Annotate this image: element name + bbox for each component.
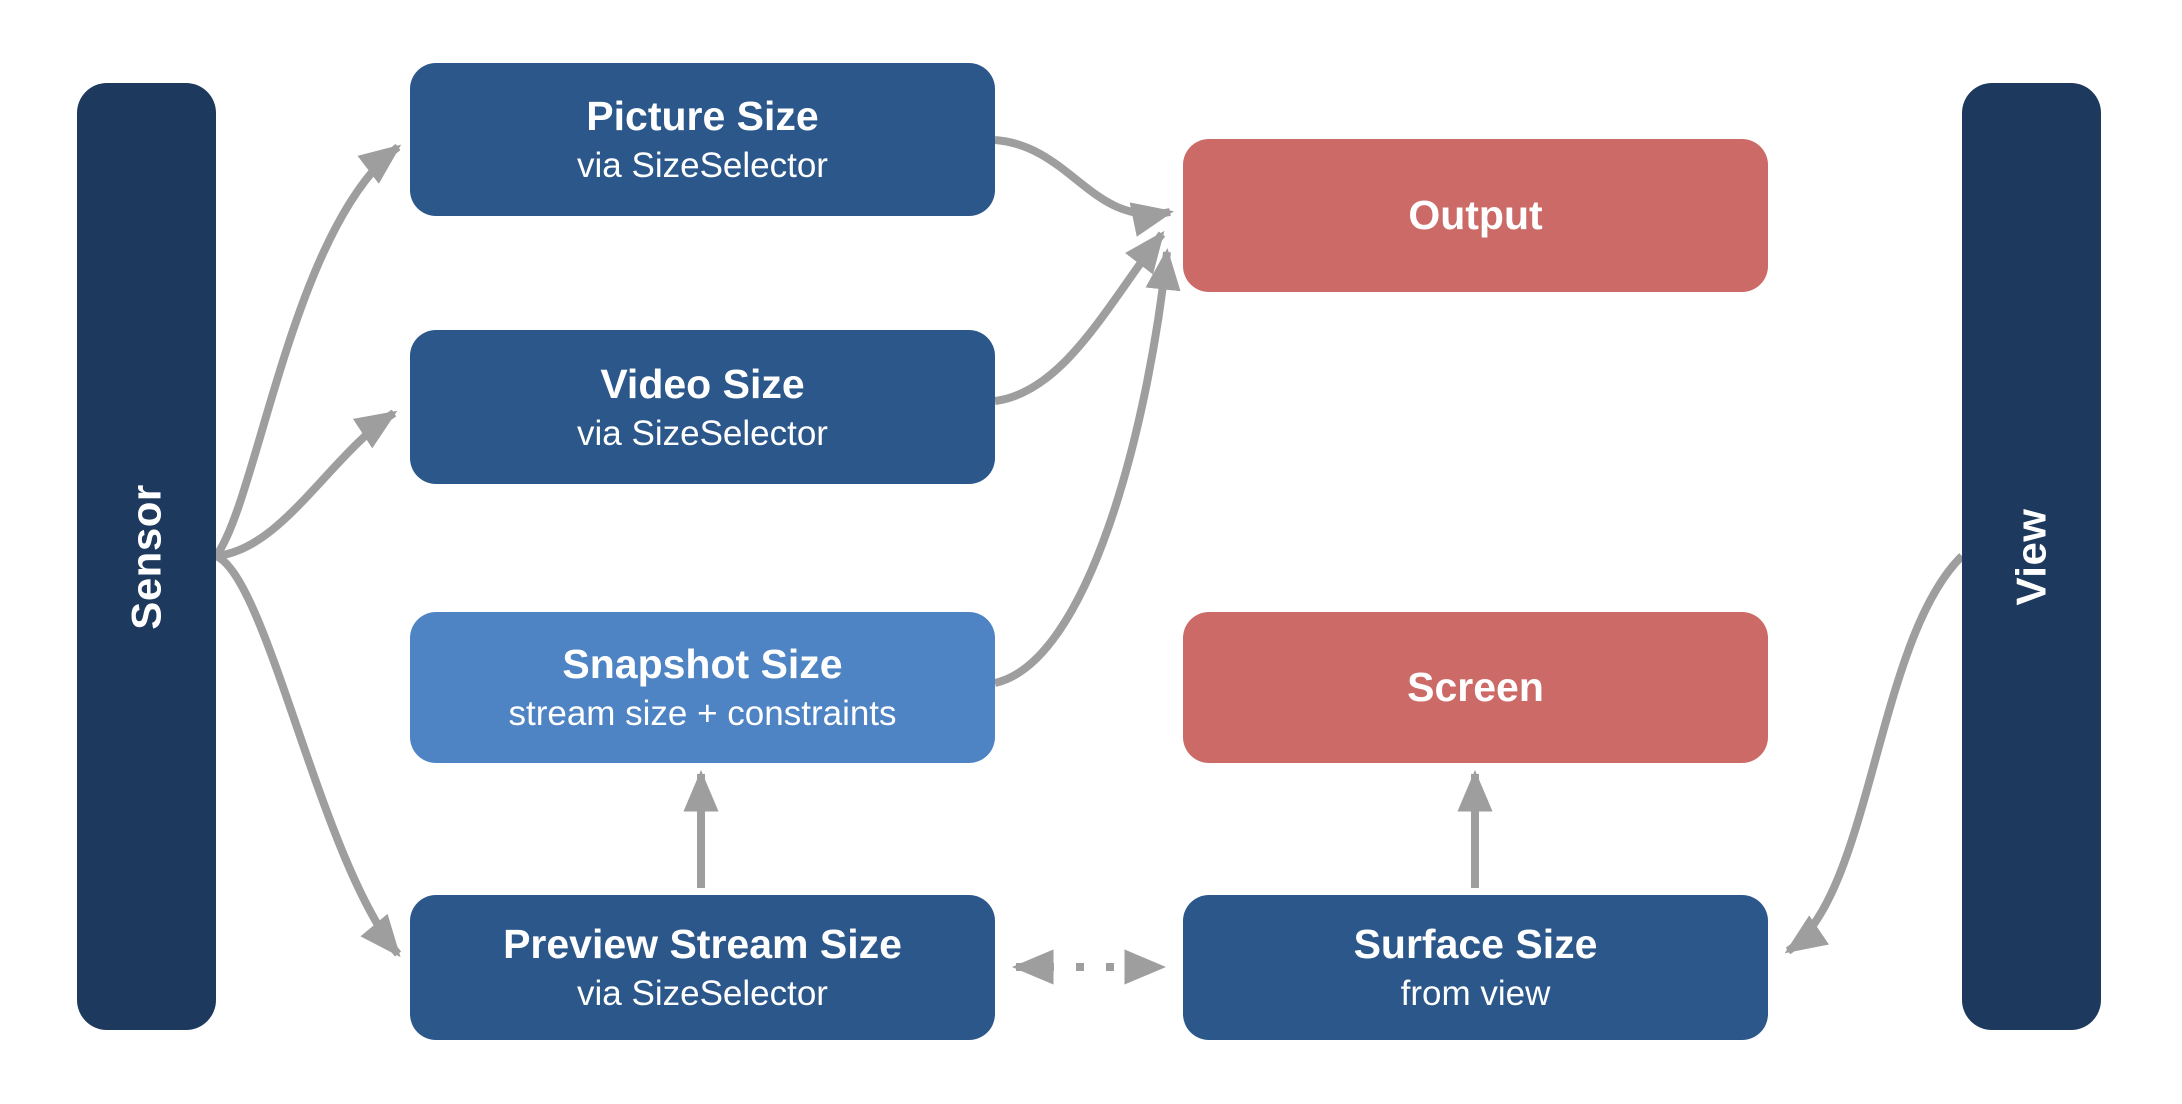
view-bar-label: View: [2007, 508, 2055, 605]
edge-sensor-to-preview-stream-size: [213, 552, 402, 958]
node-preview-stream-size: Preview Stream Size via SizeSelector: [410, 895, 995, 1040]
node-subtitle: stream size + constraints: [508, 694, 897, 734]
node-title: Snapshot Size: [562, 641, 843, 688]
node-surface-size: Surface Size from view: [1183, 895, 1768, 1040]
edge-snapshot-size-to-output: [994, 248, 1181, 687]
node-screen: Screen: [1183, 612, 1768, 763]
node-title: Surface Size: [1353, 921, 1598, 968]
edge-sensor-to-picture-size: [212, 143, 402, 559]
node-snapshot-size: Snapshot Size stream size + constraints: [410, 612, 995, 763]
node-video-size: Video Size via SizeSelector: [410, 330, 995, 484]
node-title: Video Size: [600, 360, 805, 407]
node-subtitle: via SizeSelector: [577, 146, 828, 186]
sensor-bar: Sensor: [77, 83, 216, 1030]
sensor-bar-label: Sensor: [122, 483, 170, 630]
node-subtitle: from view: [1400, 974, 1551, 1014]
edge-view-to-surface-size: [1784, 553, 1965, 955]
edge-picture-size-to-output: [994, 136, 1174, 237]
node-subtitle: via SizeSelector: [577, 974, 828, 1014]
node-title: Output: [1408, 191, 1543, 238]
node-title: Screen: [1407, 663, 1544, 710]
view-bar: View: [1962, 83, 2101, 1030]
node-title: Picture Size: [586, 93, 819, 140]
edge-video-size-to-output: [994, 230, 1166, 405]
node-output: Output: [1183, 139, 1768, 292]
node-subtitle: via SizeSelector: [577, 413, 828, 453]
node-title: Preview Stream Size: [503, 921, 902, 968]
edge-sensor-to-video-size: [215, 409, 398, 560]
node-picture-size: Picture Size via SizeSelector: [410, 63, 995, 216]
